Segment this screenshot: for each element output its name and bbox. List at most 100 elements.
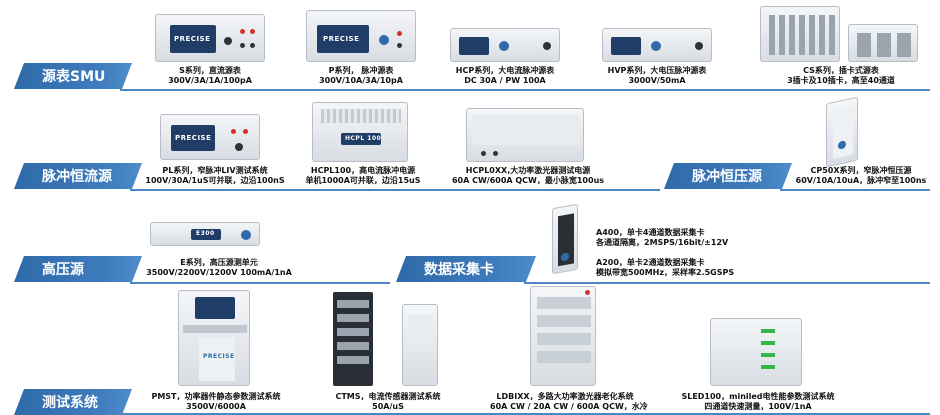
product-image-daq-card [552, 203, 578, 275]
product-image-ctms-rack [333, 292, 373, 386]
caption-line: 3500V/2200V/1200V 100mA/1nA [146, 268, 292, 277]
caption-line: 四通道快速测量，100V/1nA [704, 402, 812, 411]
caption-line: 3插卡及10插卡，高至40通道 [787, 76, 895, 85]
caption-s-series: S系列，直流源表 300V/3A/1A/100pA [148, 66, 272, 86]
connector-icon [481, 151, 486, 156]
section-banner-pulse-voltage: 脉冲恒压源 [664, 163, 792, 189]
caption-line: 3000V/50mA [628, 76, 686, 85]
product-image-s-series: PRECISE [155, 14, 265, 62]
caption-line: CTMS，电流传感器测试系统 [335, 392, 441, 401]
caption-line: E系列，高压源测单元 [180, 258, 258, 267]
caption-pmst: PMST，功率器件静态参数测试系统 3500V/6000A [146, 392, 286, 412]
display-screen [459, 37, 489, 55]
caption-cs-series: CS系列，插卡式源表 3插卡及10插卡，高至40通道 [774, 66, 908, 86]
card-slot [877, 33, 891, 57]
section-title-high-voltage: 高压源 [42, 262, 84, 278]
section-banner-daq: 数据采集卡 [396, 256, 536, 282]
caption-line: CS系列，插卡式源表 [803, 66, 879, 75]
status-light-icon [761, 365, 775, 369]
top-panel [473, 115, 579, 145]
terminal-icon [250, 29, 255, 34]
brand-logo: PRECISE [323, 35, 360, 43]
terminal-icon [231, 129, 236, 134]
rack-unit [337, 342, 369, 350]
section-title-smu: 源表SMU [42, 69, 106, 85]
brand-logo-icon [379, 35, 389, 45]
caption-line: PMST，功率器件静态参数测试系统 [151, 392, 281, 401]
front-panel-label [341, 133, 381, 145]
section-banner-high-voltage: 高压源 [14, 256, 142, 282]
divider-pulse-current [130, 189, 660, 191]
terminal-icon [250, 43, 255, 48]
rack-unit [337, 356, 369, 364]
caption-hcpl0xx: HCPL0XX,大功率激光器测试电源 60A CW/600A QCW，最小脉宽1… [448, 166, 608, 186]
terminal-icon [240, 29, 245, 34]
display-screen [611, 37, 641, 55]
caption-line: S系列，直流源表 [179, 66, 241, 75]
caption-line: 单机1000A可并联，边沿15uS [305, 176, 421, 185]
caption-line: PL系列，窄脉冲LIV测试系统 [162, 166, 268, 175]
caption-ctms: CTMS，电流传感器测试系统 50A/uS [320, 392, 456, 412]
section-banner-pulse-current: 脉冲恒流源 [14, 163, 142, 189]
card-face [833, 106, 853, 159]
card-slot [857, 33, 871, 57]
rack-unit [337, 328, 369, 336]
caption-line: LDBIXX，多路大功率激光器老化系统 [496, 392, 634, 401]
caption-line: CP50X系列，窄脉冲恒压源 [810, 166, 912, 175]
card-slot [829, 15, 835, 55]
caption-line: HCPL0XX,大功率激光器测试电源 [465, 166, 591, 175]
product-image-pl-series: PRECISE [160, 114, 260, 160]
product-image-hcpl100: HCPL 100 [312, 102, 408, 162]
brand-logo: PRECISE [174, 35, 211, 43]
caption-line: 各通道隔离，2MSPS/16bit/±12V [596, 238, 729, 247]
display-screen [317, 25, 369, 53]
caption-line: P系列， 脉冲源表 [328, 66, 394, 75]
caption-line: 模拟带宽500MHz，采样率2.5GSPS [596, 268, 735, 277]
card-slot [799, 15, 805, 55]
caption-a200: A200，单卡2通道数据采集卡 模拟带宽500MHz，采样率2.5GSPS [596, 258, 746, 278]
divider-smu [120, 89, 930, 91]
display-screen [170, 25, 216, 53]
caption-sled100: SLED100，miniled电性能参数测试系统 四通道快速测量，100V/1n… [678, 392, 838, 412]
card-slot [897, 33, 911, 57]
rack-unit [337, 300, 369, 308]
product-image-sled100 [710, 318, 802, 386]
connector-icon [493, 151, 498, 156]
product-image-hvp-series [602, 28, 712, 62]
caption-line: A200，单卡2通道数据采集卡 [596, 258, 705, 267]
divider-daq [524, 282, 930, 284]
caption-line: HCP系列，大电流脉冲源表 [455, 66, 555, 75]
caption-ldbixx: LDBIXX，多路大功率激光器老化系统 60A CW / 20A CW / 60… [490, 392, 648, 412]
product-image-pmst: PRECISE [178, 290, 250, 386]
terminal-icon [243, 129, 248, 134]
terminal-icon [240, 43, 245, 48]
card-slot [789, 15, 795, 55]
card-slot [779, 15, 785, 55]
status-light-icon [761, 341, 775, 345]
brand-logo: PRECISE [203, 353, 235, 360]
status-light-icon [761, 329, 775, 333]
product-image-hcpl0xx [466, 108, 584, 162]
caption-line: SLED100，miniled电性能参数测试系统 [681, 392, 835, 401]
brand-logo-icon [651, 41, 661, 51]
product-image-hcp-series [450, 28, 560, 62]
caption-e-series: E系列，高压源测单元 3500V/2200V/1200V 100mA/1nA [138, 258, 300, 278]
knob-icon [695, 42, 703, 50]
brand-logo-icon [499, 41, 509, 51]
status-light-icon [761, 353, 775, 357]
caption-line: HVP系列，大电压脉冲源表 [607, 66, 707, 75]
vent-grille [321, 109, 401, 123]
caption-line: DC 30A / PW 100A [464, 76, 546, 85]
card-slot [819, 15, 825, 55]
section-title-test-system: 测试系统 [42, 395, 98, 411]
product-image-cp50x [826, 96, 858, 168]
card-slot [769, 15, 775, 55]
caption-line: A400，单卡4通道数据采集卡 [596, 228, 705, 237]
burnin-drawer [537, 333, 591, 345]
caption-hcp-series: HCP系列，大电流脉冲源表 DC 30A / PW 100A [440, 66, 570, 86]
divider-test-system [120, 413, 930, 415]
product-image-ldbixx [530, 286, 596, 386]
card-slot [809, 15, 815, 55]
caption-line: 60A CW/600A QCW，最小脉宽100us [451, 176, 605, 185]
brand-logo: PRECISE [175, 134, 212, 142]
